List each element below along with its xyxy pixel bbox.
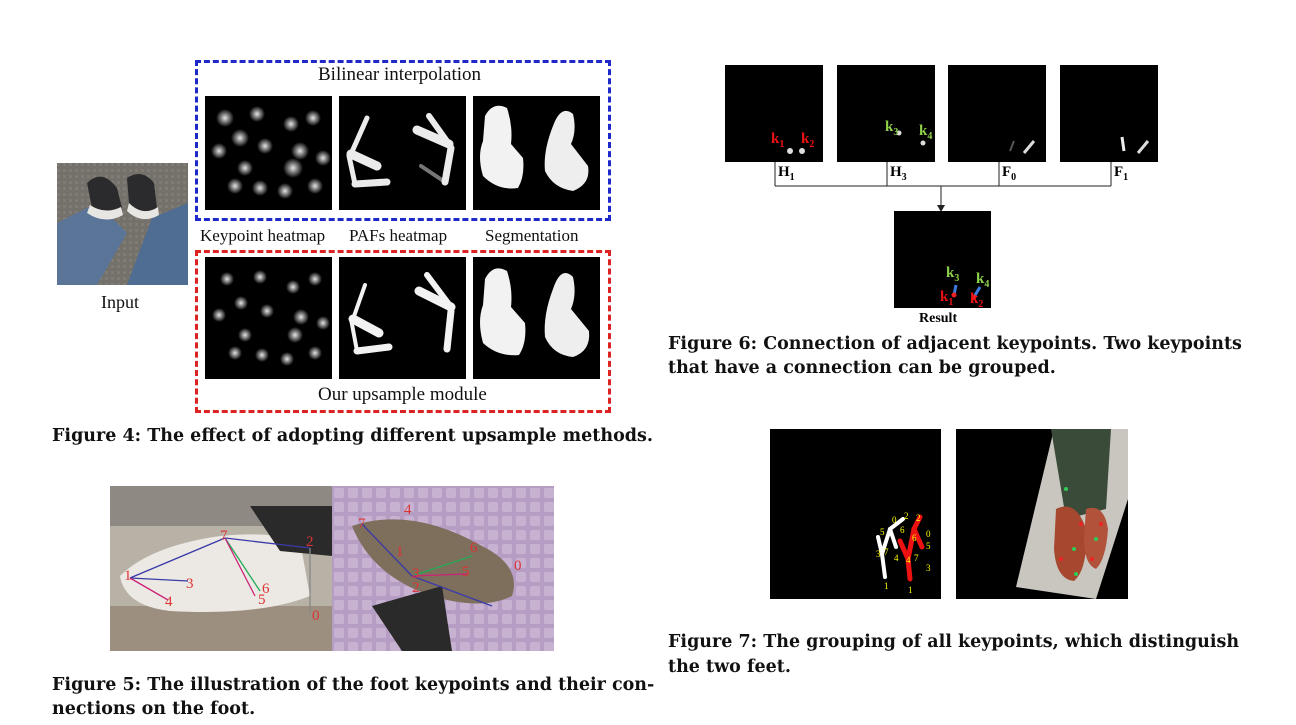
left-kp-5: 5 bbox=[258, 592, 266, 608]
red-num-7: 7 bbox=[914, 553, 919, 563]
segmentation-bilinear bbox=[473, 96, 600, 210]
red-num-6: 6 bbox=[912, 533, 917, 543]
figure-4-caption: Figure 4: The effect of adopting differe… bbox=[52, 426, 653, 446]
pafs-heatmap-ours bbox=[339, 257, 466, 379]
left-kp-3: 3 bbox=[186, 576, 194, 592]
upsample-label: Our upsample module bbox=[318, 384, 487, 405]
result-k4-label: k4 bbox=[976, 271, 990, 290]
right-kp-5: 5 bbox=[462, 564, 470, 580]
right-kp-1: 1 bbox=[396, 544, 404, 560]
right-kp-7: 7 bbox=[358, 516, 366, 532]
white-num-6: 6 bbox=[900, 525, 905, 535]
fig6-connector bbox=[774, 162, 1112, 212]
result-k3-label: k3 bbox=[946, 265, 960, 284]
h1-k1-label: k1 bbox=[771, 131, 785, 150]
figure-7-caption-line2: the two feet. bbox=[668, 657, 791, 677]
left-kp-1: 1 bbox=[124, 568, 132, 584]
white-num-5: 5 bbox=[880, 527, 885, 537]
label-h1: H1 bbox=[778, 164, 795, 183]
left-kp-0: 0 bbox=[312, 608, 320, 624]
figure-7-caption-line1: Figure 7: The grouping of all keypoints,… bbox=[668, 632, 1240, 652]
right-kp-3: 3 bbox=[412, 566, 420, 582]
result-k2-label: k2 bbox=[970, 291, 984, 308]
input-label: Input bbox=[101, 292, 139, 312]
figure-6-caption-line1: Figure 6: Connection of adjacent keypoin… bbox=[668, 334, 1242, 354]
bilinear-box bbox=[195, 60, 611, 221]
left-kp-4: 4 bbox=[165, 594, 173, 610]
shoe-photo-right: 4 7 6 1 5 3 0 2 bbox=[332, 486, 554, 651]
panel-f0 bbox=[948, 65, 1046, 162]
label-f0: F0 bbox=[1002, 164, 1017, 183]
panel-f1 bbox=[1060, 65, 1158, 162]
left-kp-7: 7 bbox=[220, 528, 228, 544]
col-keypoint-label: Keypoint heatmap bbox=[200, 226, 326, 245]
right-kp-4: 4 bbox=[404, 502, 412, 518]
shoe-photo-left: 7 2 1 3 6 5 4 0 bbox=[110, 486, 332, 651]
h3-k4-label: k4 bbox=[919, 123, 933, 142]
h3-k3-label: k3 bbox=[885, 119, 899, 138]
left-kp-6: 6 bbox=[262, 581, 270, 597]
right-kp-6: 6 bbox=[470, 540, 478, 556]
white-num-4: 4 bbox=[894, 553, 899, 563]
white-num-0: 0 bbox=[892, 515, 897, 525]
white-num-1: 1 bbox=[884, 581, 889, 591]
label-f1: F1 bbox=[1114, 164, 1129, 183]
input-photo bbox=[57, 163, 188, 285]
figure-5-caption-line2: nections on the foot. bbox=[52, 699, 256, 719]
figure-6-caption-line2: that have a connection can be grouped. bbox=[668, 358, 1056, 378]
col-pafs-label: PAFs heatmap bbox=[349, 226, 448, 245]
pafs-heatmap-bilinear bbox=[339, 96, 466, 210]
red-num-0: 0 bbox=[926, 529, 931, 539]
panel-result: k3 k4 k1 k2 bbox=[894, 211, 991, 308]
white-num-7: 7 bbox=[884, 547, 889, 557]
red-num-5: 5 bbox=[926, 541, 931, 551]
red-num-3: 3 bbox=[926, 563, 931, 573]
keypoint-heatmap-ours bbox=[205, 257, 332, 379]
h1-k2-label: k2 bbox=[801, 131, 815, 150]
grouping-skeleton-panel: 0 2 6 5 7 3 4 1 2 0 6 5 7 4 3 1 bbox=[770, 429, 941, 599]
result-k1-label: k1 bbox=[940, 289, 954, 308]
panel-h1: k1 k2 bbox=[725, 65, 823, 162]
right-kp-0: 0 bbox=[514, 558, 522, 574]
left-kp-2: 2 bbox=[306, 534, 314, 550]
white-num-2: 2 bbox=[904, 511, 909, 521]
figure-5-caption-line1: Figure 5: The illustration of the foot k… bbox=[52, 675, 655, 695]
red-num-2: 2 bbox=[916, 513, 921, 523]
panel-h3: k3 k4 bbox=[837, 65, 935, 162]
segmentation-ours bbox=[473, 257, 600, 379]
result-label: Result bbox=[919, 311, 958, 326]
red-num-4: 4 bbox=[906, 555, 911, 565]
grouping-photo-panel bbox=[956, 429, 1128, 599]
right-kp-2: 2 bbox=[412, 580, 420, 596]
col-seg-label: Segmentation bbox=[485, 226, 579, 245]
label-h3: H3 bbox=[890, 164, 907, 183]
red-num-1: 1 bbox=[908, 585, 913, 595]
keypoint-heatmap-bilinear bbox=[205, 96, 332, 210]
upsample-box bbox=[195, 250, 611, 413]
bilinear-label: Bilinear interpolation bbox=[318, 64, 482, 85]
white-num-3: 3 bbox=[876, 549, 881, 559]
